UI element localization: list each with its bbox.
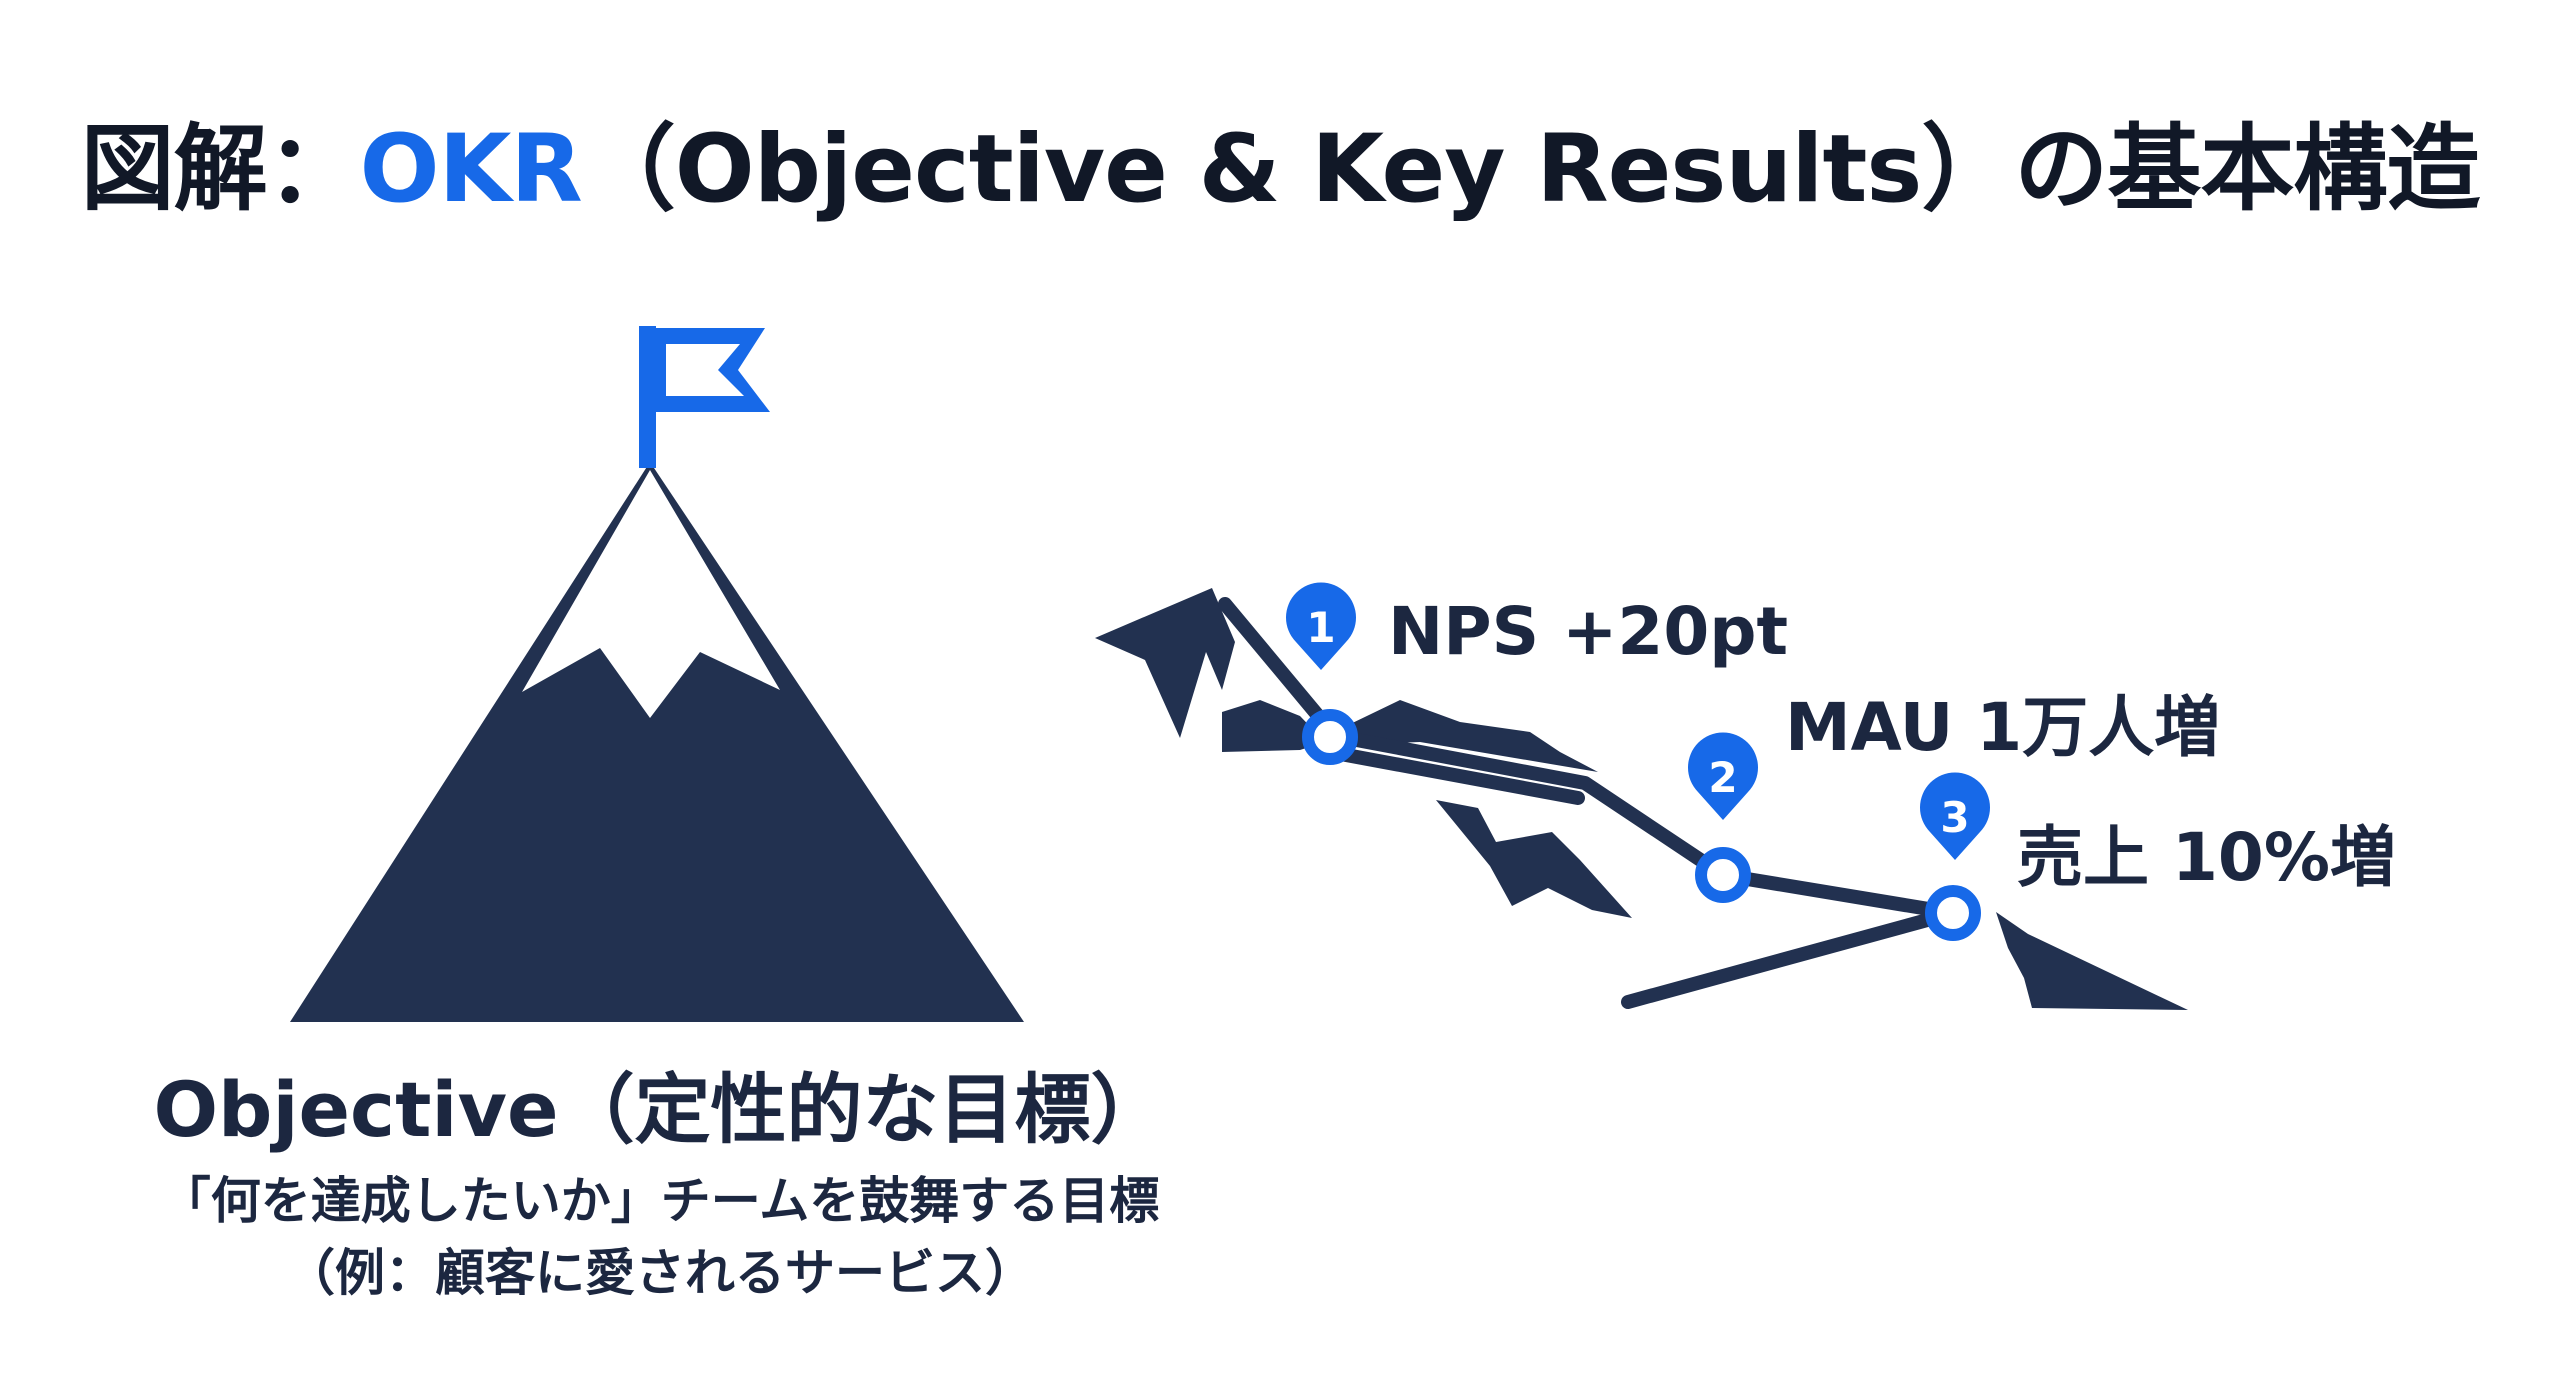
kr-pin-1: 1	[1286, 582, 1357, 670]
page-title: 図解：OKR（Objective & Key Results）の基本構造	[0, 105, 2560, 235]
objective-description-line-1: 「何を達成したいか」チームを鼓舞する目標	[160, 1172, 1160, 1230]
kr-label-2: MAU 1万人増	[1785, 689, 2221, 766]
kr-number-1: 1	[1306, 603, 1335, 652]
kr-pin-3: 3	[1920, 772, 1990, 860]
title-prefix: 図解：	[80, 115, 361, 224]
kr-number-2: 2	[1708, 753, 1737, 802]
milestone-nodes	[1302, 709, 1981, 941]
kr-label-3: 売上 10%増	[2017, 819, 2396, 896]
ridge-rocks	[1095, 588, 2188, 1010]
title-suffix: （Objective & Key Results）の基本構造	[581, 115, 2481, 224]
objective-title: Objective（定性的な目標）	[153, 1065, 1167, 1154]
kr-pin-2: 2	[1687, 732, 1759, 820]
objective-description-line-2: （例：顧客に愛されるサービス）	[285, 1244, 1035, 1302]
kr-label-1: NPS +20pt	[1388, 593, 1789, 670]
mountain-icon	[290, 462, 1024, 1022]
title-accent: OKR	[359, 115, 583, 224]
milestone-node-3	[1925, 885, 1981, 941]
route-path	[1218, 597, 1960, 1009]
milestone-node-1	[1302, 709, 1358, 765]
flag-icon	[639, 326, 770, 468]
objective-block: Objective（定性的な目標） 「何を達成したいか」チームを鼓舞する目標 （…	[100, 1055, 1220, 1309]
kr-number-3: 3	[1940, 793, 1969, 842]
map-pin-icon: 1 2 3	[1286, 582, 1990, 860]
milestone-node-2	[1695, 847, 1751, 903]
